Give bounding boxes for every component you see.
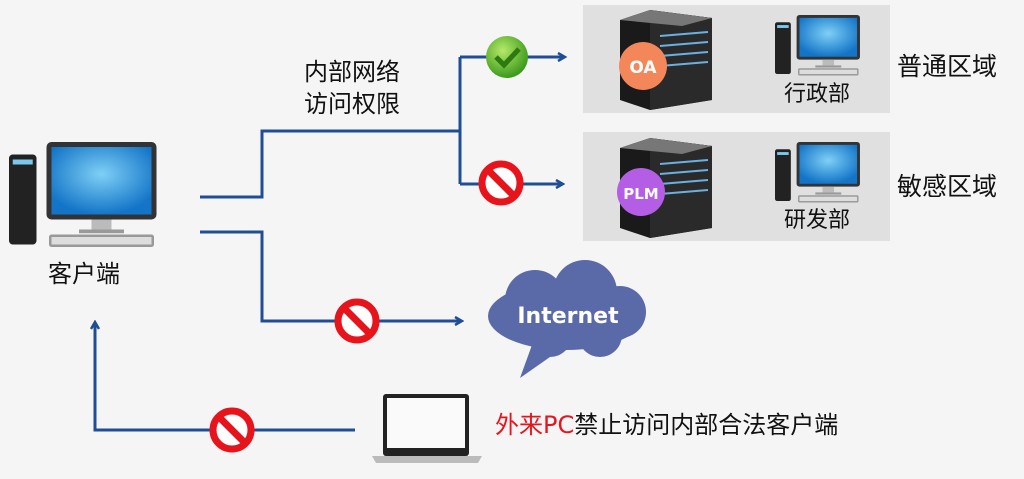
internet-label: Internet: [517, 304, 619, 329]
plm-badge: [617, 168, 665, 216]
oa-badge: [619, 42, 667, 90]
external-pc-label-rest: 禁止访问内部合法客户端: [574, 411, 838, 439]
internet-cloud-icon: [488, 260, 646, 378]
client-label: 客户端: [48, 260, 120, 288]
deny-external-icon: [213, 411, 251, 449]
access-label-line1: 内部网络: [304, 58, 400, 86]
internal-access-line: [200, 129, 460, 199]
oa-badge-label: OA: [629, 58, 657, 78]
deny-sensitive-icon: [482, 164, 520, 202]
access-label-line2: 访问权限: [304, 90, 400, 118]
arrow-to-internet: [200, 230, 462, 321]
allow-check-icon: [486, 36, 528, 78]
external-pc-label-red: 外来PC: [495, 411, 574, 439]
deny-internet-icon: [338, 302, 376, 340]
zone-normal-label: 普通区域: [897, 52, 997, 81]
arrow-external-to-client: [95, 322, 355, 432]
zone-sensitive-label: 敏感区域: [897, 172, 997, 201]
plm-badge-label: PLM: [623, 185, 658, 203]
dept-admin-label: 行政部: [784, 82, 850, 107]
dept-rd-label: 研发部: [784, 208, 850, 233]
external-pc-label: 外来PC禁止访问内部合法客户端: [495, 411, 838, 439]
external-laptop-icon: [372, 394, 482, 463]
client-pc-icon: [9, 142, 157, 247]
